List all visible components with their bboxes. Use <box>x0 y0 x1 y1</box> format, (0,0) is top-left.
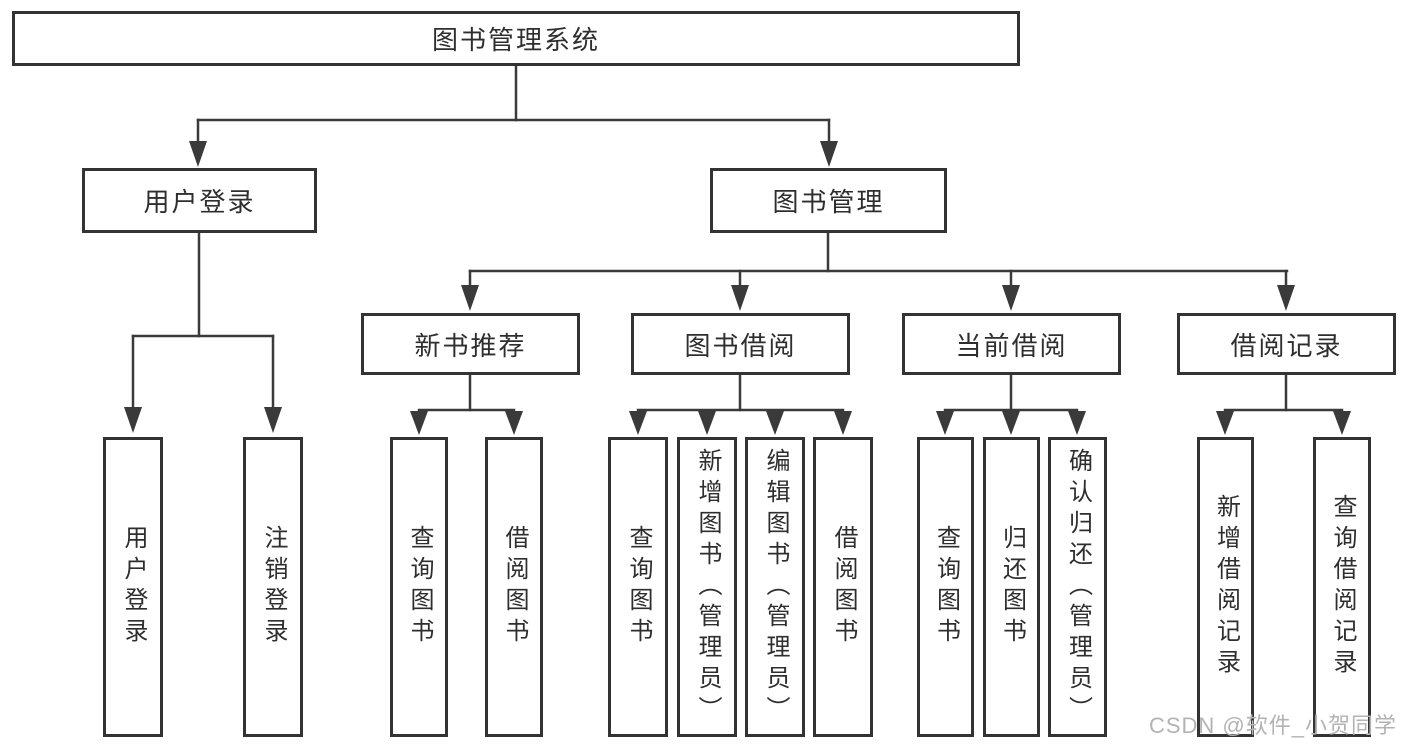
leaf-query-borrow-record-label: 查询借阅记录 <box>1329 494 1356 680</box>
node-book-management: 图书管理 <box>710 168 947 233</box>
leaf-query-books-2: 查询图书 <box>608 437 668 737</box>
arrow-down-icon <box>936 411 954 435</box>
arrow-down-icon <box>1277 285 1295 311</box>
arrow-down-icon <box>189 141 207 167</box>
leaf-user-login: 用户登录 <box>103 437 163 737</box>
arrow-down-icon <box>264 407 282 433</box>
leaf-query-borrow-record: 查询借阅记录 <box>1313 437 1371 737</box>
leaf-borrow-books-1-label: 借阅图书 <box>501 525 528 649</box>
arrow-down-icon <box>410 411 428 435</box>
leaf-query-books-3-label: 查询图书 <box>932 525 960 649</box>
leaf-add-borrow-record-label: 新增借阅记录 <box>1212 494 1240 680</box>
leaf-borrow-books-2-label: 借阅图书 <box>830 525 857 649</box>
leaf-confirm-return-admin: 确认归还（管理员） <box>1048 437 1107 737</box>
node-current-borrowing-label: 当前借阅 <box>955 330 1068 361</box>
arrow-down-icon <box>820 141 838 167</box>
leaf-edit-books-admin: 编辑图书（管理员） <box>745 437 805 737</box>
node-book-borrowing: 图书借阅 <box>631 313 850 375</box>
leaf-logout-label: 注销登录 <box>260 525 287 649</box>
leaf-add-books-admin-label: 新增图书（管理员） <box>694 447 721 727</box>
node-borrowing-records: 借阅记录 <box>1177 313 1396 375</box>
node-root-label: 图书管理系统 <box>431 25 600 55</box>
node-user-login: 用户登录 <box>82 168 317 233</box>
arrow-down-icon <box>1333 411 1351 435</box>
node-new-book-recommend: 新书推荐 <box>361 313 580 375</box>
leaf-query-books-3: 查询图书 <box>917 437 974 737</box>
node-borrowing-records-label: 借阅记录 <box>1230 330 1343 361</box>
arrow-down-icon <box>766 411 784 435</box>
leaf-user-login-label: 用户登录 <box>120 525 147 649</box>
arrow-down-icon <box>1002 285 1020 311</box>
leaf-query-books-2-label: 查询图书 <box>625 525 652 649</box>
arrow-down-icon <box>1002 411 1020 435</box>
arrow-down-icon <box>505 411 523 435</box>
leaf-add-books-admin: 新增图书（管理员） <box>677 437 737 737</box>
arrow-down-icon <box>1216 411 1234 435</box>
csdn-watermark: CSDN @软件_小贺同学 <box>1148 713 1397 738</box>
node-current-borrowing: 当前借阅 <box>902 313 1121 375</box>
node-new-book-recommend-label: 新书推荐 <box>414 330 527 361</box>
leaf-add-borrow-record: 新增借阅记录 <box>1197 437 1254 737</box>
leaf-borrow-books-2: 借阅图书 <box>813 437 873 737</box>
arrow-down-icon <box>1068 411 1086 435</box>
leaf-query-books-1-label: 查询图书 <box>406 525 433 649</box>
leaf-logout: 注销登录 <box>243 437 303 737</box>
leaf-borrow-books-1: 借阅图书 <box>485 437 543 737</box>
node-book-borrowing-label: 图书借阅 <box>684 330 797 361</box>
leaf-query-books-1: 查询图书 <box>390 437 448 737</box>
leaf-confirm-return-admin-label: 确认归还（管理员） <box>1064 447 1092 727</box>
leaf-return-books-label: 归还图书 <box>998 525 1026 649</box>
arrow-down-icon <box>629 411 647 435</box>
arrow-down-icon <box>124 407 142 433</box>
arrow-down-icon <box>698 411 716 435</box>
arrow-down-icon <box>834 411 852 435</box>
node-book-management-label: 图书管理 <box>772 187 885 217</box>
node-user-login-label: 用户登录 <box>143 187 256 217</box>
arrow-down-icon <box>731 285 749 311</box>
leaf-edit-books-admin-label: 编辑图书（管理员） <box>762 447 789 727</box>
leaf-return-books: 归还图书 <box>983 437 1040 737</box>
node-root: 图书管理系统 <box>12 11 1020 66</box>
arrow-down-icon <box>461 285 479 311</box>
